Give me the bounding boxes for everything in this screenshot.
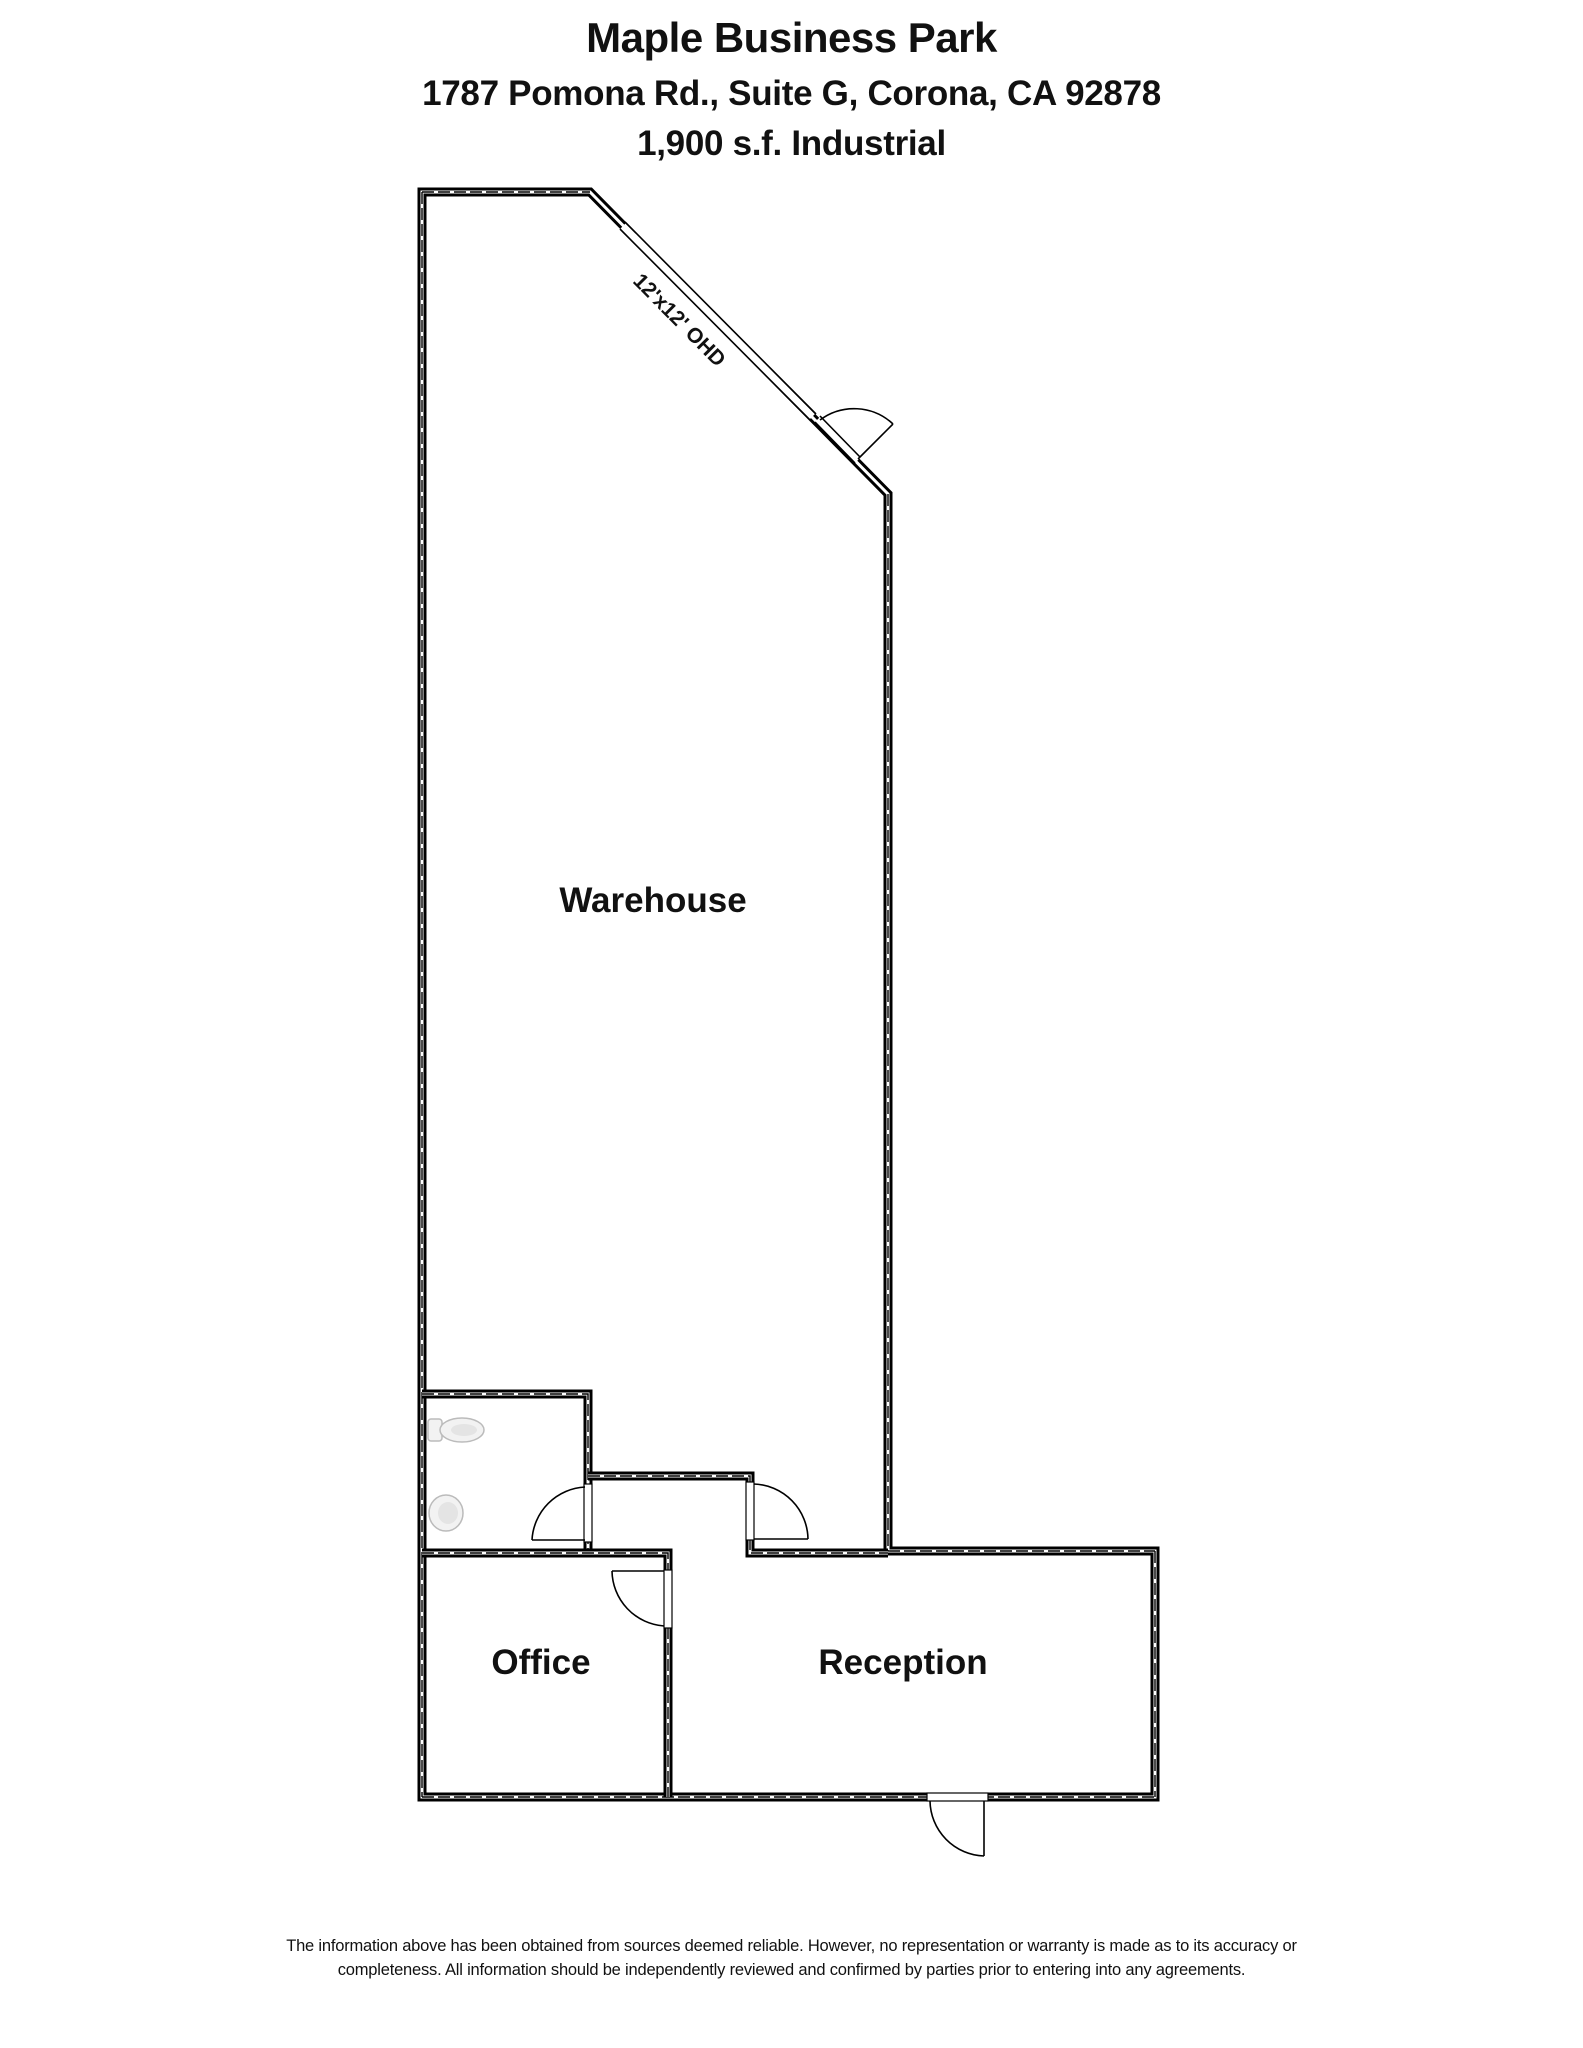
restroom-door[interactable]: [531, 1483, 593, 1543]
corridor-warehouse-door[interactable]: [745, 1481, 809, 1541]
disclaimer-line-2: completeness. All information should be …: [337, 1961, 1246, 1979]
overhead-door[interactable]: [619, 221, 817, 422]
room-label-reception: Reception: [818, 1643, 987, 1682]
office-door[interactable]: [611, 1569, 673, 1629]
room-label-warehouse: Warehouse: [559, 881, 746, 920]
disclaimer: The information above has been obtained …: [0, 1934, 1583, 1982]
warehouse-man-door[interactable]: [814, 407, 894, 464]
property-size: 1,900 s.f. Industrial: [637, 124, 946, 163]
corridor-walls: [588, 1471, 888, 1558]
office-walls: [422, 1548, 673, 1797]
room-label-office: Office: [491, 1643, 590, 1682]
property-address: 1787 Pomona Rd., Suite G, Corona, CA 928…: [422, 74, 1161, 113]
page-title: Maple Business Park: [586, 14, 997, 61]
entry-door[interactable]: [926, 1792, 989, 1857]
disclaimer-line-1: The information above has been obtained …: [286, 1937, 1297, 1955]
sink-icon: [428, 1494, 464, 1532]
toilet-icon: [427, 1417, 485, 1443]
